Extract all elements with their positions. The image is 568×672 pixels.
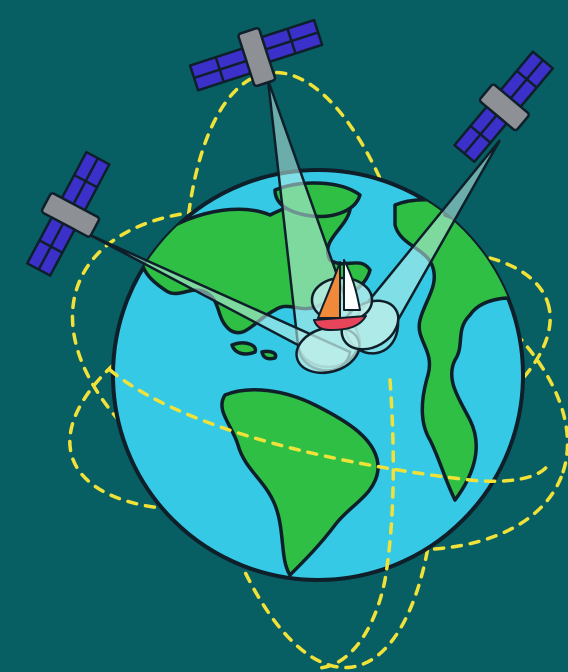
sailboat-mainsail [317,261,341,319]
orbit-paths-front [108,368,550,670]
cuba [230,341,258,356]
orbit-arc-front-1 [108,368,550,483]
satellite-left [25,150,111,277]
satellite-top [188,18,324,92]
sailboat-hull [313,315,367,331]
orbit-arc-front-2 [318,378,396,670]
hispaniola [260,349,278,361]
satellite-right [453,50,555,164]
sailboat-jib [343,259,361,311]
sailboat [313,259,367,331]
south-america [220,388,380,577]
